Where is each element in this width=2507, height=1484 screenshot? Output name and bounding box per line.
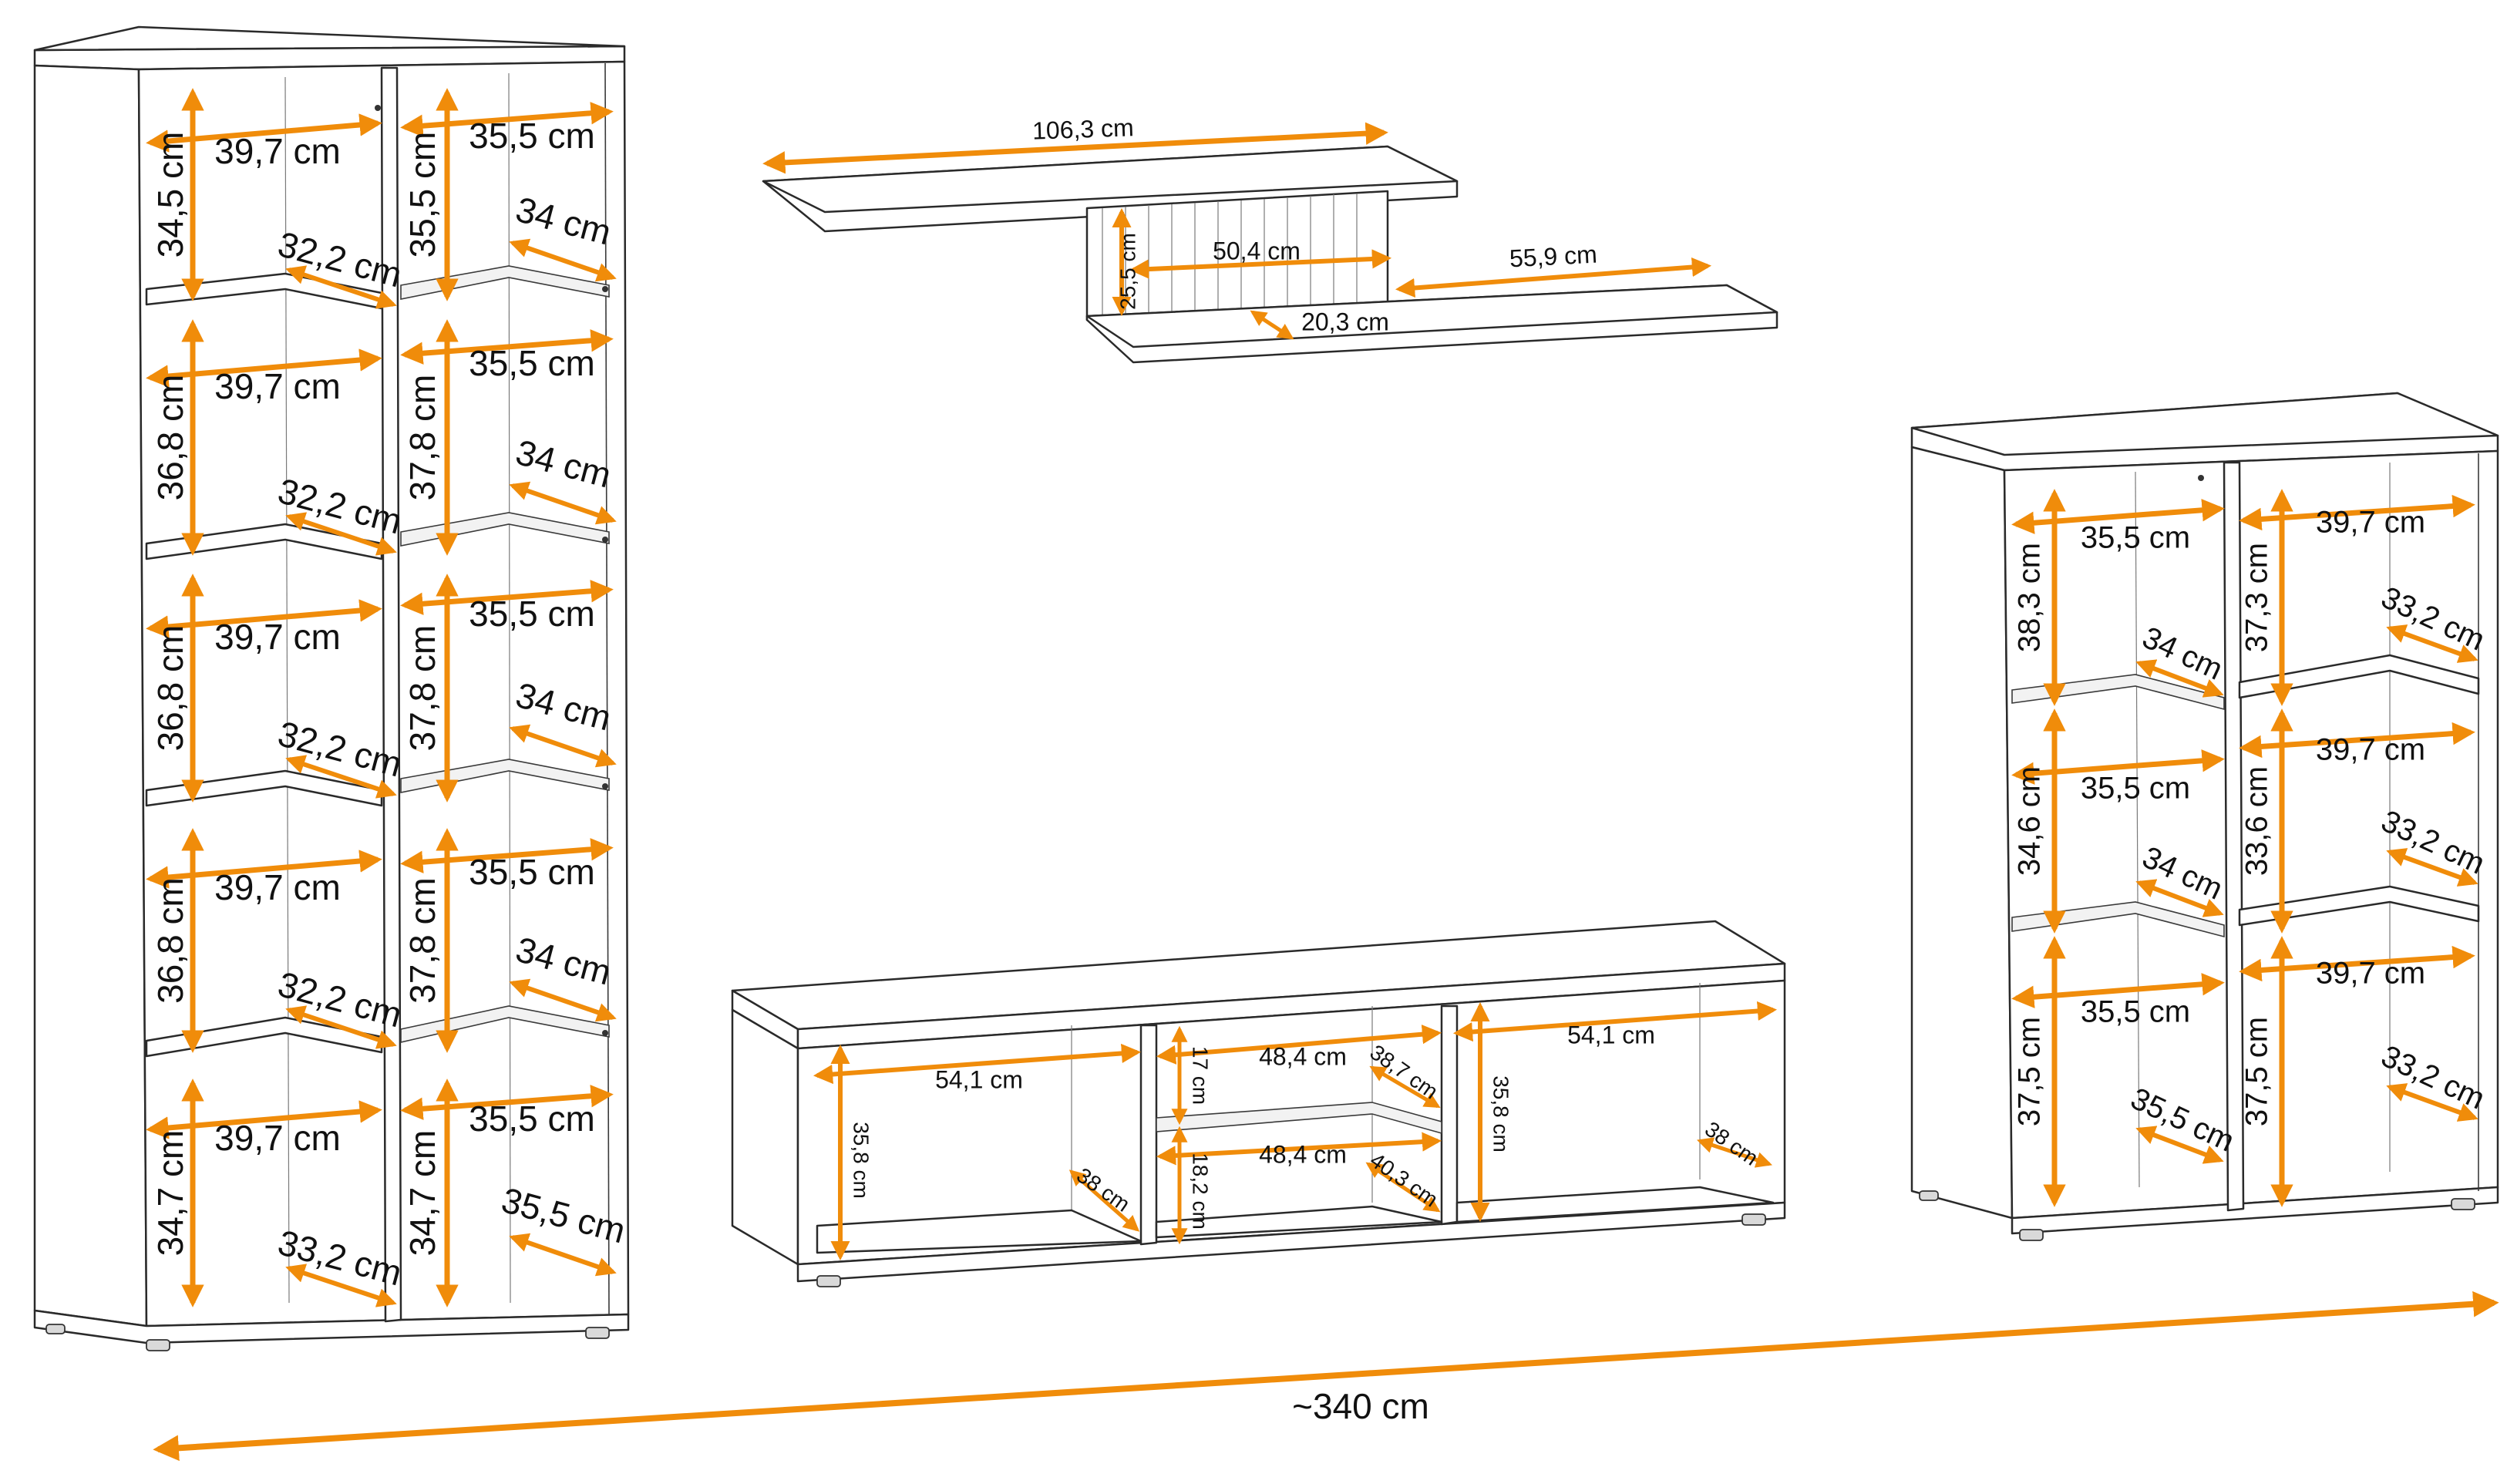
small-right-width-label-1: 39,7 cm xyxy=(2316,733,2425,767)
tv-mid-bottom-depth-arrow xyxy=(1365,1162,1441,1213)
small-right-depth-arrow-2 xyxy=(2386,1083,2478,1122)
small-right-depth-arrow-1 xyxy=(2386,848,2478,887)
shelf-top-length-label: 106,3 cm xyxy=(1032,113,1135,145)
tall-right-height-label-0: 35,5 cm xyxy=(402,132,443,258)
tv-mid-top-height-label: 17 cm xyxy=(1189,1046,1213,1105)
tall-left-width-label-0: 39,7 cm xyxy=(214,131,341,171)
tv-left-width-arrow xyxy=(813,1043,1142,1085)
small-left-height-label-1: 34,6 cm xyxy=(2013,766,2047,876)
tv-board xyxy=(731,920,1786,1287)
tall-right-depth-arrow-0 xyxy=(509,238,617,282)
tall-left-depth-arrow-1 xyxy=(285,512,397,556)
tv-mid-top-depth-arrow xyxy=(1369,1065,1441,1109)
shelf-lower-length-arrow xyxy=(1395,257,1712,298)
dimension-arrows xyxy=(146,88,2499,1462)
small-left-height-label-0: 38,3 cm xyxy=(2013,543,2047,652)
tall-right-depth-arrow-4 xyxy=(509,1233,617,1277)
tall-right-width-label-1: 35,5 cm xyxy=(469,343,595,383)
small-left-width-label-2: 35,5 cm xyxy=(2081,995,2190,1029)
tall-left-width-label-3: 39,7 cm xyxy=(214,867,341,907)
shelf-lower-length-label: 55,9 cm xyxy=(1509,241,1598,273)
tall-right-width-label-3: 35,5 cm xyxy=(469,852,595,892)
tall-right-width-label-0: 35,5 cm xyxy=(469,116,595,156)
small-left-width-label-1: 35,5 cm xyxy=(2081,772,2190,806)
small-right-height-label-2: 37,5 cm xyxy=(2240,1017,2274,1126)
tall-left-depth-arrow-2 xyxy=(285,755,397,799)
tall-left-depth-arrow-0 xyxy=(285,265,397,309)
small-cabinet xyxy=(1910,392,2499,1241)
small-left-depth-arrow-0 xyxy=(2135,659,2224,698)
shelf-top-length-arrow xyxy=(762,122,1388,174)
tv-mid-bottom-width-arrow xyxy=(1156,1132,1442,1166)
tall-left-height-label-0: 34,5 cm xyxy=(150,132,190,258)
tall-right-depth-arrow-2 xyxy=(509,724,617,768)
tv-mid-bottom-width-label: 48,4 cm xyxy=(1259,1140,1347,1168)
tall-right-height-label-4: 34,7 cm xyxy=(402,1130,443,1257)
tall-left-width-label-4: 39,7 cm xyxy=(214,1118,341,1158)
total-width-label: ~340 cm xyxy=(1292,1386,1429,1426)
tall-left-depth-arrow-3 xyxy=(285,1005,397,1049)
small-right-width-label-2: 39,7 cm xyxy=(2316,957,2425,991)
tall-right-height-label-1: 37,8 cm xyxy=(402,375,443,501)
small-right-width-label-0: 39,7 cm xyxy=(2316,506,2425,540)
shelf-box-depth-arrow xyxy=(1250,310,1294,340)
small-left-height-label-2: 37,5 cm xyxy=(2013,1017,2047,1126)
tall-left-height-label-1: 36,8 cm xyxy=(150,375,190,501)
tall-right-depth-arrow-1 xyxy=(509,481,617,525)
shelf-box-width-arrow xyxy=(1129,249,1392,279)
tv-left-depth-arrow xyxy=(1068,1169,1140,1232)
shelf-box-width-label: 50,4 cm xyxy=(1213,237,1301,264)
tv-mid-top-width-arrow xyxy=(1156,1025,1442,1065)
total-width-arrow xyxy=(153,1291,2499,1462)
small-right-depth-arrow-0 xyxy=(2386,624,2478,663)
small-right-height-label-1: 33,6 cm xyxy=(2240,766,2274,876)
tall-left-height-label-2: 36,8 cm xyxy=(150,625,190,752)
tall-right-depth-arrow-3 xyxy=(509,978,617,1022)
tv-right-depth-arrow xyxy=(1697,1137,1772,1168)
tall-left-width-label-1: 39,7 cm xyxy=(214,366,341,406)
tv-right-height-label: 35,8 cm xyxy=(1489,1075,1513,1153)
tv-mid-bottom-height-label: 18,2 cm xyxy=(1189,1153,1213,1230)
shelf-box-depth-label: 20,3 cm xyxy=(1301,308,1389,335)
tall-left-height-label-4: 34,7 cm xyxy=(150,1130,190,1257)
tv-left-width-label: 54,1 cm xyxy=(935,1065,1023,1093)
tv-mid-top-width-label: 48,4 cm xyxy=(1259,1042,1347,1070)
tall-right-height-label-3: 37,8 cm xyxy=(402,877,443,1004)
tv-right-width-arrow xyxy=(1452,1001,1778,1042)
tv-left-height-label: 35,8 cm xyxy=(850,1122,873,1199)
tall-left-height-label-3: 36,8 cm xyxy=(150,877,190,1004)
small-left-width-label-0: 35,5 cm xyxy=(2081,521,2190,555)
tall-right-height-label-2: 37,8 cm xyxy=(402,625,443,752)
small-left-depth-arrow-1 xyxy=(2135,879,2224,917)
tall-left-width-label-2: 39,7 cm xyxy=(214,617,341,657)
small-left-depth-arrow-2 xyxy=(2135,1126,2224,1164)
small-right-height-label-0: 37,3 cm xyxy=(2240,543,2274,652)
shelf-box-height-label: 25,5 cm xyxy=(1116,233,1139,310)
tall-right-width-label-2: 35,5 cm xyxy=(469,594,595,634)
tall-right-width-label-4: 35,5 cm xyxy=(469,1099,595,1139)
tv-right-width-label: 54,1 cm xyxy=(1567,1021,1655,1048)
